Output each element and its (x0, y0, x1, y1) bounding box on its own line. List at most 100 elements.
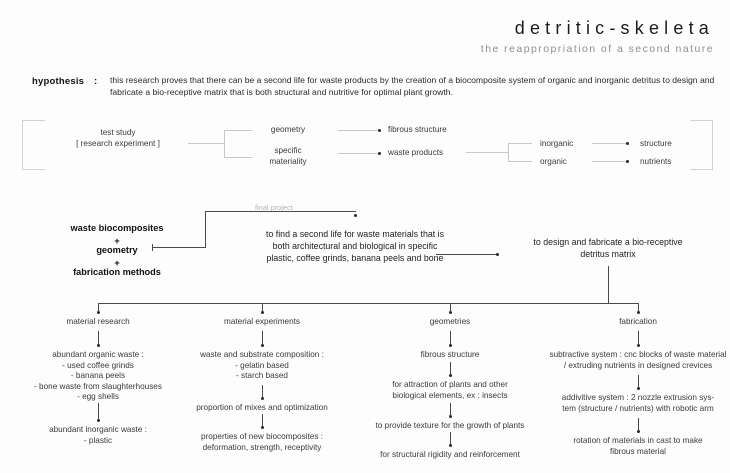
col2-step1-block: waste and substrate composition : - gela… (182, 350, 342, 382)
col1-step2-line2: - plastic (83, 435, 113, 445)
column-dot-2 (260, 311, 264, 314)
col4-step1-connector (638, 331, 639, 345)
col3-step4-line1: for structural rigidity and reinforcemen… (380, 450, 520, 459)
col1-step1-line1: abundant organic waste : (52, 350, 144, 359)
fork-vertical-1 (224, 130, 225, 157)
col3-step1-connector (450, 331, 451, 345)
column-dot-4 (636, 311, 640, 314)
input-fabrication-methods: fabrication methods (73, 267, 161, 277)
goal-outcome-line (436, 254, 498, 255)
goal-anchor-dot (354, 214, 357, 217)
input-geometry: geometry (96, 245, 138, 255)
inputs-connector-h1 (152, 247, 206, 248)
goal-line2: both architectural and biological in spe… (272, 241, 438, 251)
col2-step1-connector (262, 331, 263, 345)
arrow-inorganic-line (592, 143, 628, 144)
split-organic-label: organic (540, 157, 567, 166)
col3-step3-line1: to provide texture for the growth of pla… (375, 421, 525, 430)
col1-step1-line2: - used coffee grinds (62, 360, 134, 370)
arrow-materiality-dot (378, 151, 381, 155)
fork-branch-top (224, 130, 252, 131)
col4-step3-dot (636, 430, 640, 433)
column-heading-material-research: material research (66, 317, 130, 326)
col3-step3-dot (448, 415, 452, 418)
arrow-inorganic-dot (626, 141, 629, 145)
col2-step3-connector (262, 414, 263, 427)
hypothesis-colon: : (94, 76, 98, 87)
col1-step1-line4: - bone waste from slaughterhouses (34, 381, 162, 391)
col2-step3-line1: properties of new biocomposites : (201, 432, 323, 441)
branch-materiality-label-line1: specific (274, 146, 302, 155)
connector-waste-fork (466, 152, 508, 153)
col4-step1-line2: / extruding nutrients in designed crevic… (563, 360, 713, 370)
col1-step1-dot (96, 344, 100, 347)
branch-materiality-label-line2: materiality (269, 157, 307, 166)
result-waste-products: waste products (388, 148, 444, 157)
split-inorganic-label: inorganic (540, 139, 574, 148)
hypothesis-text: this research proves that there can be a… (110, 75, 715, 97)
col2-step3-line2: deformation, strength, receptivity (202, 442, 322, 452)
fork-branch-bottom (224, 157, 252, 158)
arrow-materiality-line (338, 153, 380, 154)
result-fibrous-structure: fibrous structure (388, 125, 447, 134)
col4-step2-line2: tem (structure / nutrients) with robotic… (562, 403, 714, 413)
column-drop-4 (638, 303, 639, 312)
goal-line3: plastic, coffee grinds, banana peels and… (266, 253, 444, 263)
inputs-connector-v (205, 211, 206, 248)
col1-step2-line1: abundant inorganic waste : (49, 425, 147, 434)
col4-step2-block: addivitive system : 2 nozzle extrusion s… (540, 393, 730, 414)
col4-step3-connector (638, 418, 639, 431)
col3-step2-line1: for attraction of plants and other (392, 380, 508, 389)
final-project-tag: final project (255, 203, 293, 212)
col4-step2-line1: addivitive system : 2 nozzle extrusion s… (561, 393, 715, 402)
test-study-line1: test study (100, 128, 136, 137)
column-drop-3 (450, 303, 451, 312)
role-structure-label: structure (640, 139, 672, 148)
col4-step1-dot (636, 344, 640, 347)
col2-step1-line3: - starch based (236, 371, 288, 381)
col4-step2-connector (638, 375, 639, 388)
page-title: detritic-skeleta (514, 18, 714, 38)
col2-step2-connector (262, 385, 263, 398)
column-heading-material-experiments: material experiments (224, 317, 300, 326)
arrow-geometry-dot (378, 128, 381, 132)
col2-step2-line1: proportion of mixes and optimization (196, 403, 328, 412)
col2-step1-dot (260, 344, 264, 347)
inputs-connector-h2 (205, 211, 356, 212)
outcome-trunk-vertical (608, 266, 609, 303)
col3-step2-connector (450, 362, 451, 375)
col3-step2-dot (448, 374, 452, 377)
col2-step3-dot (260, 426, 264, 429)
col1-step1-block: abundant organic waste : - used coffee g… (13, 350, 183, 403)
waste-fork-branch-top (508, 143, 532, 144)
right-bracket (690, 120, 713, 170)
branch-geometry-label: geometry (270, 125, 306, 134)
col3-step2-block: for attraction of plants and other biolo… (370, 380, 530, 401)
input-plus-2: + (114, 258, 120, 268)
col2-step1-line2: - gelatin based (235, 360, 289, 370)
role-nutrients-label: nutrients (640, 157, 672, 166)
col3-step3-connector (450, 403, 451, 416)
col1-step1-connector (98, 331, 99, 345)
hypothesis-label: hypothesis (32, 76, 85, 87)
col1-step2-block: abundant inorganic waste : - plastic (13, 425, 183, 446)
waste-fork-vertical (508, 143, 509, 161)
connector-teststudy-fork (188, 143, 224, 144)
input-waste-biocomposites: waste biocomposites (70, 223, 164, 233)
columns-distribution-bar (98, 303, 638, 304)
col3-step1-dot (448, 344, 452, 347)
goal-outcome-dot (496, 252, 499, 256)
col1-step2-dot (96, 419, 100, 422)
column-drop-2 (262, 303, 263, 312)
col1-step1-line5: - egg shells (77, 392, 119, 402)
left-bracket (22, 120, 45, 170)
test-study-line2: [ research experiment ] (76, 139, 160, 148)
col3-step2-line2: biological elements, ex : insects (392, 390, 508, 400)
col4-step3-line1: rotation of materials in cast to make (573, 436, 703, 445)
col2-step3-block: properties of new biocomposites : deform… (182, 432, 342, 453)
col3-step4-connector (450, 432, 451, 445)
arrow-organic-line (592, 161, 628, 162)
outcome-line1: to design and fabricate a bio-receptive (533, 237, 683, 247)
col3-step4-dot (448, 444, 452, 447)
